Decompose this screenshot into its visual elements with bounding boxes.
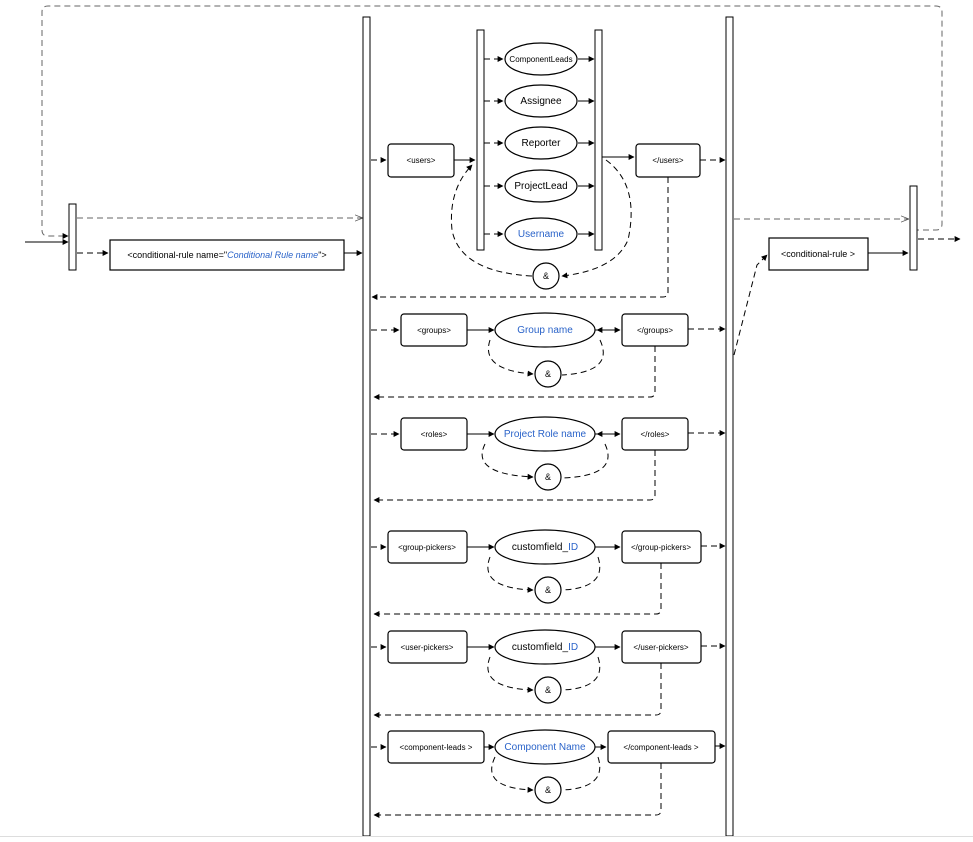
users-close-box: </users> (635, 143, 701, 178)
svg-text:<conditional-rule name="Condit: <conditional-rule name="Conditional Rule… (127, 250, 326, 260)
users-option-username: Username (504, 217, 578, 251)
svg-text:&: & (543, 271, 549, 281)
groups-return (373, 346, 656, 400)
svg-text:</component-leads >: </component-leads > (623, 743, 698, 752)
svg-text:</groups>: </groups> (637, 326, 673, 335)
svg-text:Project Role name: Project Role name (504, 429, 587, 440)
user-pickers-value-prefix: customfield_ (512, 642, 569, 653)
left-main-bar (362, 16, 371, 837)
user-pickers-return (373, 663, 662, 718)
svg-text:&: & (545, 472, 551, 482)
end-bar (909, 185, 918, 271)
users-amp-loop-right (561, 159, 632, 279)
svg-text:customfield_ID: customfield_ID (512, 542, 578, 553)
groups-close-box: </groups> (621, 313, 689, 347)
users-option-assignee: Assignee (504, 84, 578, 118)
component-leads-amp-loop-left (491, 756, 534, 793)
svg-text:<groups>: <groups> (417, 326, 451, 335)
svg-text:<component-leads >: <component-leads > (400, 743, 473, 752)
rule-open-prefix: <conditional-rule name=" (127, 250, 227, 260)
component-leads-close-box: </component-leads > (607, 730, 716, 764)
users-amp-loop-left (450, 164, 533, 277)
component-leads-open-box: <component-leads > (387, 730, 485, 764)
svg-text:Username: Username (518, 229, 565, 240)
svg-text:Component Name: Component Name (504, 742, 586, 753)
user-pickers-amp-node: & (534, 676, 562, 704)
svg-text:&: & (545, 685, 551, 695)
svg-text:</roles>: </roles> (641, 430, 670, 439)
conditional-rule-open-box: <conditional-rule name="Conditional Rule… (109, 239, 345, 271)
component-leads-amp-node: & (534, 776, 562, 804)
group-pickers-value-prefix: customfield_ (512, 542, 569, 553)
groups-amp-node: & (534, 360, 562, 388)
user-pickers-amp-loop (561, 656, 601, 691)
start-bar (68, 203, 77, 271)
footer-divider (0, 836, 973, 837)
users-option-componentleads: ComponentLeads (504, 42, 578, 76)
users-option-connectors (484, 56, 595, 237)
group-pickers-open-box: <group-pickers> (387, 530, 468, 564)
user-pickers-close-box: </user-pickers> (621, 630, 702, 664)
group-pickers-close-box: </group-pickers> (621, 530, 702, 564)
groups-open-box: <groups> (400, 313, 468, 347)
svg-text:<user-pickers>: <user-pickers> (401, 643, 454, 652)
users-options-left-bar (476, 29, 485, 251)
svg-text:Assignee: Assignee (520, 96, 562, 107)
svg-text:Reporter: Reporter (522, 138, 562, 149)
svg-text:</users>: </users> (652, 156, 683, 165)
roles-amp-node: & (534, 463, 562, 491)
roles-open-box: <roles> (400, 417, 468, 451)
to-rule-close (733, 254, 768, 356)
svg-text:&: & (545, 369, 551, 379)
svg-text:</group-pickers>: </group-pickers> (631, 543, 691, 552)
users-open-box: <users> (387, 143, 455, 178)
svg-text:<users>: <users> (407, 156, 436, 165)
user-pickers-value-oval: customfield_ID (494, 629, 596, 665)
group-pickers-return (373, 563, 662, 617)
group-pickers-amp-node: & (534, 576, 562, 604)
users-return (371, 177, 669, 300)
outer-loop-path (41, 5, 943, 239)
svg-text:customfield_ID: customfield_ID (512, 642, 578, 653)
group-pickers-amp-loop-left (487, 556, 534, 593)
svg-text:ProjectLead: ProjectLead (514, 181, 567, 192)
svg-text:&: & (545, 585, 551, 595)
user-pickers-amp-loop-left (487, 656, 534, 693)
groups-amp-loop-left (488, 339, 534, 377)
roles-value-oval: Project Role name (494, 416, 596, 452)
group-pickers-amp-loop (561, 556, 601, 591)
users-option-reporter: Reporter (504, 126, 578, 160)
users-option-projectlead: ProjectLead (504, 169, 578, 203)
user-pickers-value-id: ID (568, 642, 578, 653)
users-amp-node: & (532, 262, 560, 290)
right-main-bar (725, 16, 734, 837)
group-pickers-value-oval: customfield_ID (494, 529, 596, 565)
component-leads-return (373, 763, 662, 818)
conditional-rule-close-box: <conditional-rule > (768, 237, 869, 271)
svg-text:<conditional-rule >: <conditional-rule > (781, 249, 855, 259)
groups-value-oval: Group name (494, 312, 596, 348)
component-leads-amp-loop (561, 756, 601, 791)
svg-text:</user-pickers>: </user-pickers> (633, 643, 688, 652)
groups-amp-loop (561, 339, 604, 376)
user-pickers-open-box: <user-pickers> (387, 630, 468, 664)
roles-return (373, 450, 656, 503)
component-leads-value-oval: Component Name (494, 729, 596, 765)
roles-amp-loop (561, 443, 609, 479)
rule-open-suffix: "> (318, 250, 326, 260)
svg-text:<roles>: <roles> (421, 430, 448, 439)
rule-name-placeholder: Conditional Rule name (227, 250, 318, 260)
svg-text:<group-pickers>: <group-pickers> (398, 543, 456, 552)
svg-text:ComponentLeads: ComponentLeads (509, 55, 572, 64)
svg-text:&: & (545, 785, 551, 795)
group-pickers-value-id: ID (568, 542, 578, 553)
svg-text:Group name: Group name (517, 325, 573, 336)
roles-close-box: </roles> (621, 417, 689, 451)
users-options-right-bar (594, 29, 603, 251)
